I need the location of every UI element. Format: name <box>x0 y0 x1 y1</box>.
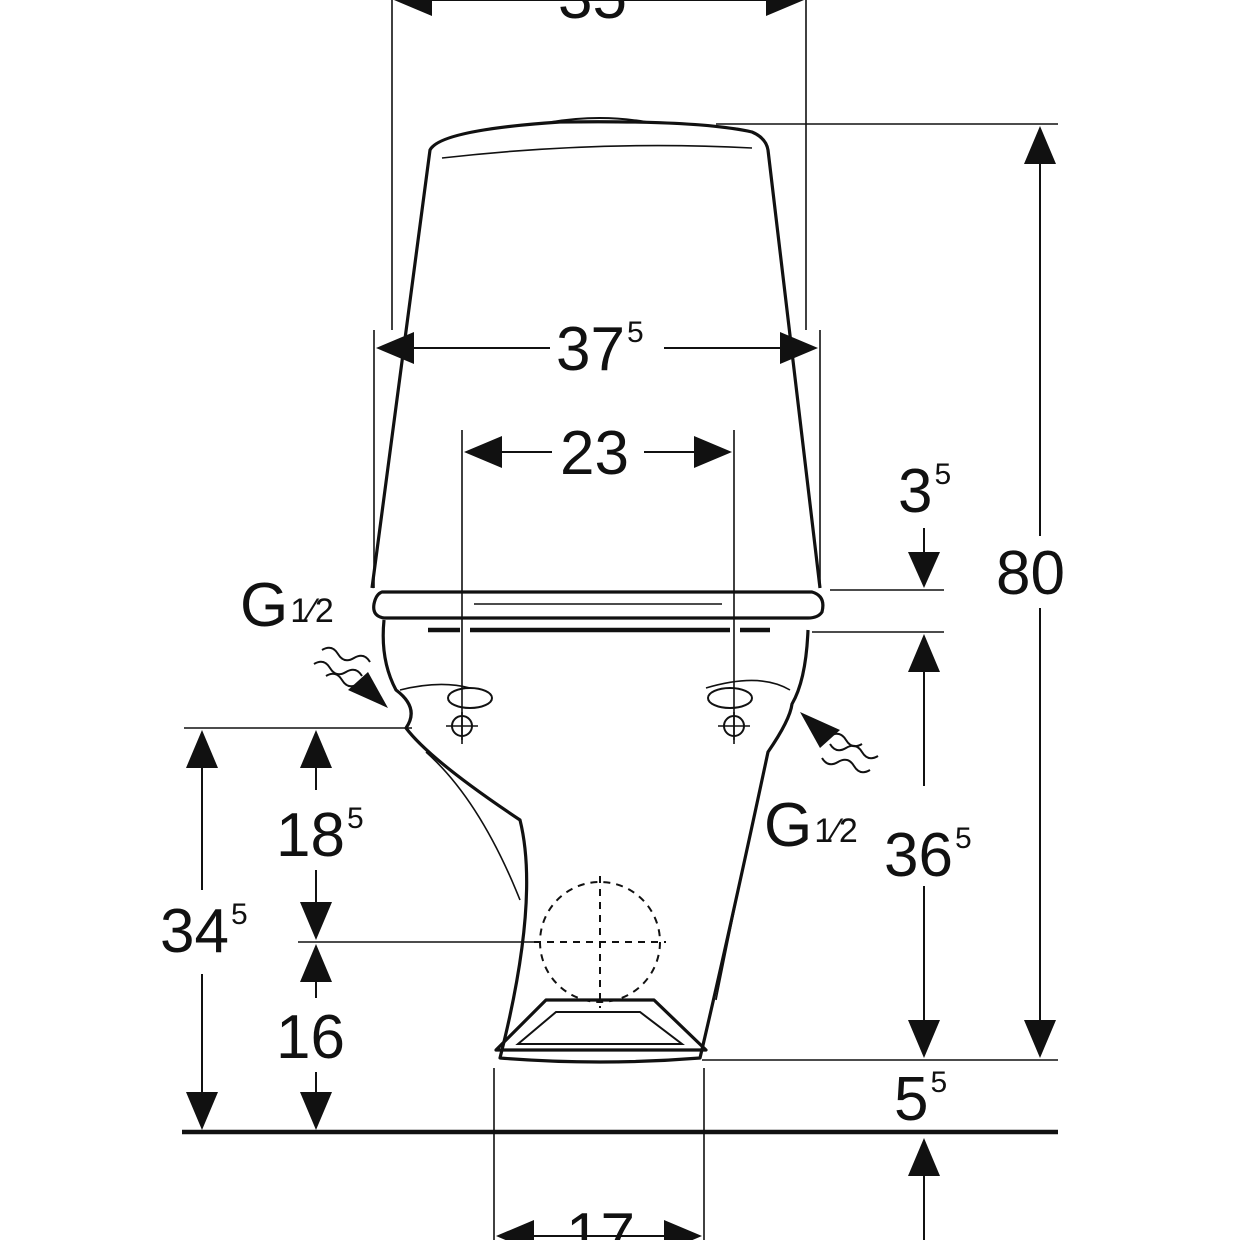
dim-inlet-height-left <box>300 730 332 940</box>
dim-top-width <box>394 0 804 16</box>
label-base-offset: 55 <box>894 1065 947 1134</box>
label-tank-width: 375 <box>556 315 644 384</box>
dim-outlet-height <box>300 944 332 1130</box>
label-base-width: 17 <box>566 1201 635 1240</box>
label-outlet-height: 16 <box>276 1003 345 1072</box>
label-right-inlet: G1⁄2 <box>764 791 858 860</box>
label-bowl-height: 365 <box>884 821 972 890</box>
label-inlet-height-left: 185 <box>276 801 364 870</box>
inlet-connection-left <box>446 687 493 744</box>
water-inlet-arrow-left <box>313 646 388 708</box>
water-inlet-arrow-right <box>800 712 879 774</box>
inlet-connection-right <box>707 687 753 744</box>
dim-base-width <box>496 1220 702 1240</box>
dim-inlet-spacing <box>464 436 732 468</box>
label-left-inlet: G1⁄2 <box>240 571 334 640</box>
label-inlet-spacing: 23 <box>560 419 629 488</box>
label-overall-left-height: 345 <box>160 897 248 966</box>
dim-total-height <box>1024 126 1056 1058</box>
dim-bowl-height <box>908 634 940 1058</box>
label-top-width: 35 <box>558 0 627 32</box>
label-total-height: 80 <box>996 539 1065 608</box>
label-gap-height: 35 <box>898 457 951 526</box>
cistern-tank <box>370 117 822 589</box>
toilet-bowl <box>381 619 810 1064</box>
dim-gap-height <box>908 528 940 588</box>
dim-base-offset <box>908 1138 940 1240</box>
dim-tank-width <box>376 332 818 364</box>
tank-base-plate <box>372 590 825 633</box>
outlet-circle <box>534 876 666 1008</box>
extension-lines <box>184 0 1058 1240</box>
dim-overall-left-height <box>186 730 218 1130</box>
